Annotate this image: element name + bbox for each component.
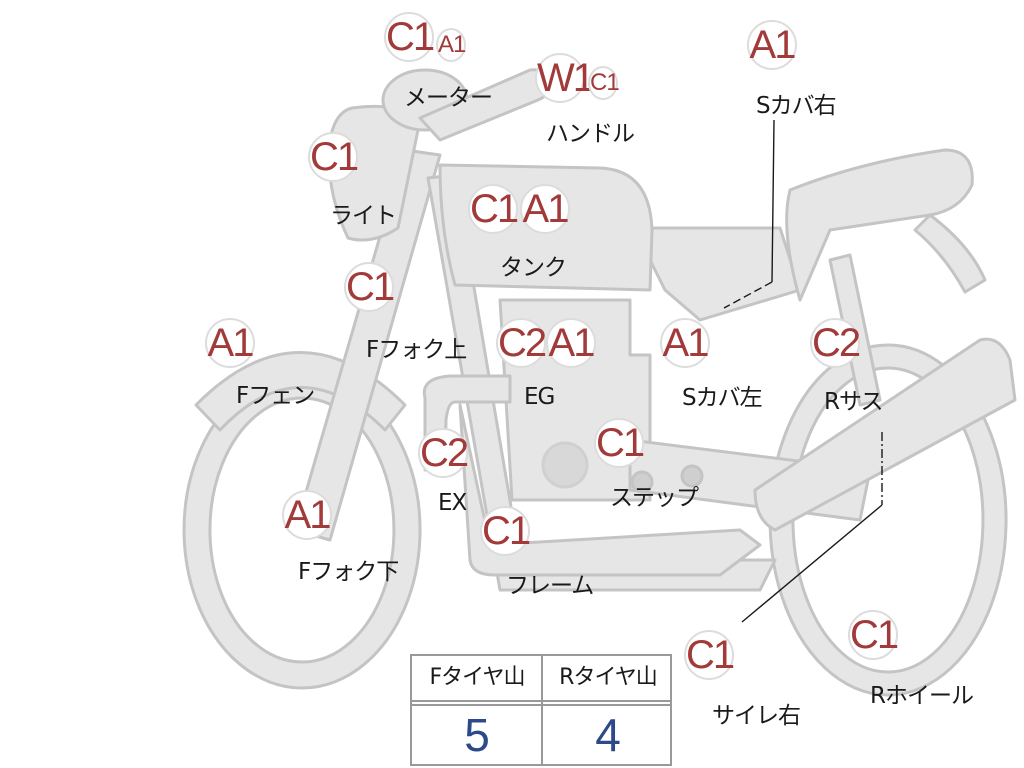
front-fender-label: Fフェン	[236, 383, 315, 409]
muffler-label: サイレ右	[712, 703, 801, 729]
handle-grade-badge: W1	[535, 53, 595, 103]
rear-tread-header: Rタイヤ山	[559, 665, 658, 690]
exhaust-grade-badge: C2	[418, 428, 469, 478]
side-cover-l-grade-badge: A1	[660, 318, 710, 368]
rear-susp-label: Rサス	[824, 389, 884, 415]
table-divider-vertical	[541, 656, 543, 764]
step-peg-1	[630, 470, 654, 494]
engine-case	[541, 441, 589, 489]
tank-grade-badge-2: A1	[520, 184, 570, 234]
frame-grade-badge: C1	[480, 506, 531, 556]
front-tire	[182, 370, 422, 690]
leader-muffler-2	[741, 504, 883, 623]
rear-wheel-label: Rホイール	[870, 683, 974, 709]
handle-grade-badge-2: C1	[588, 66, 620, 100]
engine-grade-badge: C2	[496, 318, 547, 368]
tank-label: タンク	[500, 255, 567, 281]
frame-label: フレーム	[506, 573, 594, 599]
fork-upper-grade-badge: C1	[344, 262, 395, 312]
handle-label: ハンドル	[546, 121, 635, 147]
meter-label: メーター	[404, 85, 493, 111]
seat-base	[638, 226, 802, 322]
engine-label: EG	[524, 384, 555, 410]
step-label: ステップ	[610, 485, 699, 511]
meter-grade-badge-2: A1	[436, 28, 466, 62]
rear-wheel-grade-badge: C1	[848, 610, 899, 660]
front-tread-value: 5	[464, 709, 490, 761]
tank-grade-badge: C1	[468, 184, 519, 234]
rear-tire	[768, 343, 1008, 697]
tire-tread-table: Fタイヤ山 Rタイヤ山 5 4	[410, 654, 672, 766]
side-cover-r-grade-badge: A1	[747, 20, 797, 70]
light-grade-badge: C1	[308, 132, 359, 182]
exhaust-label: EX	[438, 490, 467, 516]
front-tread-header: Fタイヤ山	[429, 665, 526, 690]
muffler	[753, 337, 1017, 532]
muffler-grade-badge: C1	[684, 630, 735, 680]
rear-fender	[913, 213, 987, 294]
light-label: ライト	[330, 203, 397, 229]
front-fender-grade-badge: A1	[205, 318, 255, 368]
step-peg-2	[680, 464, 704, 488]
engine-grade-badge-2: A1	[546, 318, 596, 368]
fork-lower-grade-badge: A1	[282, 490, 332, 540]
rear-tread-value: 4	[595, 709, 621, 761]
side-cover-r-label: Sカバ右	[756, 93, 837, 119]
side-cover-l-label: Sカバ左	[682, 385, 763, 411]
front-fork	[293, 148, 442, 542]
meter-grade-badge: C1	[384, 12, 435, 62]
rear-susp-grade-badge: C2	[810, 318, 861, 368]
seat	[785, 148, 974, 302]
leader-side-cover-right-2	[723, 281, 773, 309]
fork-upper-label: Fフォク上	[366, 337, 467, 363]
leader-side-cover-right	[771, 119, 775, 283]
step-grade-badge: C1	[594, 418, 645, 468]
fork-lower-label: Fフォク下	[298, 559, 399, 585]
exhaust-pipe-upper	[422, 374, 512, 472]
exhaust-pipe-lower	[458, 403, 762, 577]
